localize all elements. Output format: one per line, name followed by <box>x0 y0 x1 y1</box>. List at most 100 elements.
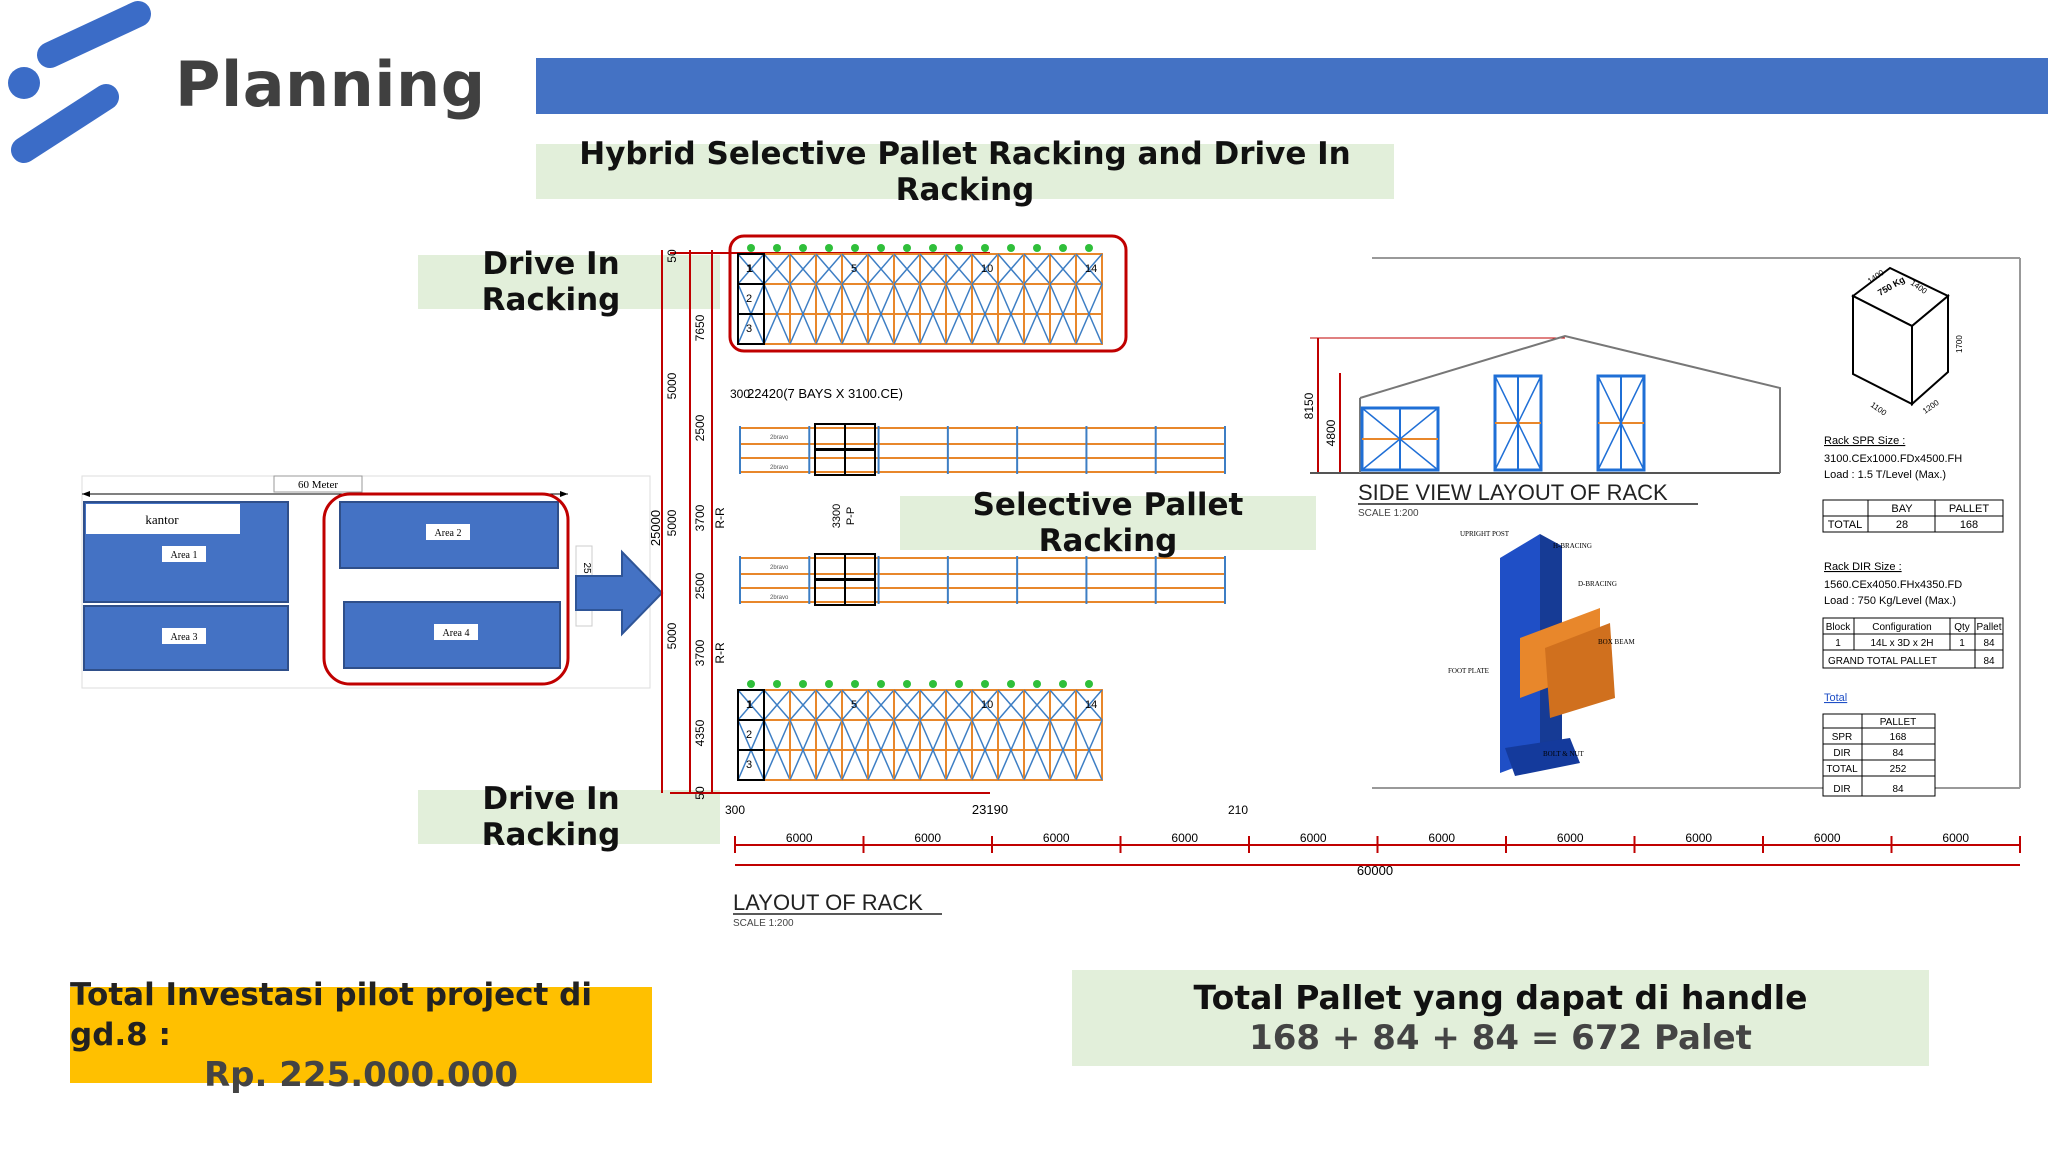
pp-label: P-P <box>845 507 857 525</box>
drive-in-top-bay-number: 1 <box>747 263 753 275</box>
drive-in-top-bay <box>893 253 921 345</box>
drive-in-top-sprinkler <box>955 244 963 252</box>
side-view-title: SIDE VIEW LAYOUT OF RACK <box>1358 480 1668 505</box>
drive-in-top-bay <box>815 253 843 345</box>
drive-in-top-sprinkler <box>799 244 807 252</box>
site-side-mark: 25 <box>581 562 592 574</box>
box-dim-5: 1200 <box>1921 398 1941 416</box>
spr-header-bay: BAY <box>1891 503 1913 515</box>
totals-link[interactable]: Total <box>1824 692 1847 704</box>
drive-in-top-sprinkler <box>1033 244 1041 252</box>
vertical-segment-label: 5000 <box>665 622 679 649</box>
detail-label-footplate: FOOT PLATE <box>1448 667 1489 675</box>
dir-header-block: Block <box>1826 622 1851 633</box>
bays-dimension: 22420(7 BAYS X 3100.CE) <box>747 386 903 401</box>
side-rack-dimension: 4800 <box>1324 419 1338 446</box>
totals-row-4-value: 84 <box>1892 784 1904 795</box>
drive-in-top-bay <box>1023 253 1051 345</box>
spr-row-bay: 28 <box>1896 519 1908 531</box>
drive-in-bottom-sprinkler <box>799 680 807 688</box>
header-bar <box>536 58 2048 114</box>
dir-header-pallet: Pallet <box>1976 622 2001 633</box>
dir-title: Rack DIR Size : <box>1824 561 1902 573</box>
drive-in-bottom-level-number: 1 <box>746 699 752 711</box>
box-dim-4: 1100 <box>1869 400 1889 418</box>
drive-in-top-bay <box>1075 253 1103 345</box>
segment-width-label: 6000 <box>1300 831 1327 845</box>
dir-size: 1560.CEx4050.FHx4350.FD <box>1824 579 1962 591</box>
drive-in-top-sprinkler <box>1007 244 1015 252</box>
layout-title: LAYOUT OF RACK <box>733 890 923 915</box>
segment-width-label: 6000 <box>1685 831 1712 845</box>
spr-table: BAY PALLET TOTAL 28 168 <box>1822 499 2004 533</box>
drive-in-bottom-sprinkler <box>773 680 781 688</box>
drive-in-top-sprinkler <box>825 244 833 252</box>
pp-dimension: 3300 <box>831 504 843 528</box>
layout-scale: SCALE 1:200 <box>733 918 794 929</box>
drive-in-top-level-number: 2 <box>746 293 752 305</box>
vertical-segment-label: 7650 <box>693 314 707 341</box>
vertical-segment-label: 5000 <box>665 509 679 536</box>
segment-width-label: 6000 <box>1557 831 1584 845</box>
area-1-label: Area 1 <box>171 550 198 561</box>
drive-in-top-sprinkler <box>1059 244 1067 252</box>
segment-width-label: 6000 <box>786 831 813 845</box>
segment-width-label: 6000 <box>1171 831 1198 845</box>
vertical-total-dimension: 25000 <box>648 510 663 546</box>
detail-label-hbracing: H-BRACING <box>1553 542 1592 550</box>
spr-row-label: TOTAL <box>1828 519 1862 531</box>
drive-in-top-lead-cell <box>737 313 765 345</box>
detail-label-boltnut: BOLT & NUT <box>1543 750 1585 758</box>
drive-in-bottom-sprinkler <box>929 680 937 688</box>
dir-row-block: 1 <box>1835 638 1841 649</box>
totals-row-1-value: 168 <box>1890 732 1907 743</box>
office-label: kantor <box>145 512 179 527</box>
pallet-total-line-1: Total Pallet yang dapat di handle <box>1193 978 1808 1017</box>
area-4-label: Area 4 <box>443 628 470 639</box>
detail-label-dbracing: D-BRACING <box>1578 580 1617 588</box>
spr-load: Load : 1.5 T/Level (Max.) <box>1824 469 1946 481</box>
drive-in-top-sprinkler <box>877 244 885 252</box>
site-width-label: 60 Meter <box>298 479 338 491</box>
drive-in-top-bay <box>997 253 1025 345</box>
drive-in-top-bay <box>763 253 791 345</box>
drive-in-bottom-sprinkler <box>1033 680 1041 688</box>
dir-row-pallet: 84 <box>1983 638 1995 649</box>
totals-header: PALLET <box>1880 717 1917 728</box>
drive-in-bottom-bay <box>1049 689 1077 781</box>
drive-in-bottom-sprinkler <box>877 680 885 688</box>
drive-in-bottom-sprinkler <box>903 680 911 688</box>
drive-in-top-sprinkler <box>981 244 989 252</box>
drive-in-bottom-bay <box>867 689 895 781</box>
area-3-label: Area 3 <box>171 632 198 643</box>
vertical-segment-label: 4350 <box>693 719 707 746</box>
drive-in-top-bay <box>1049 253 1077 345</box>
bottom-run-dimension: 23190 <box>972 802 1008 817</box>
drive-in-top-sprinkler <box>851 244 859 252</box>
dir-grand-value: 84 <box>1983 656 1995 667</box>
dir-row-config: 14L x 3D x 2H <box>1871 638 1934 649</box>
drive-in-bottom-sprinkler <box>851 680 859 688</box>
total-length-dimension: 60000 <box>1357 863 1393 878</box>
drive-in-bottom-bay <box>997 689 1025 781</box>
spr-row-pallet: 168 <box>1960 519 1978 531</box>
totals-row-2-label: DIR <box>1833 748 1850 759</box>
vertical-segment-label: 3700 <box>693 504 707 531</box>
totals-row-2-value: 84 <box>1892 748 1904 759</box>
drive-in-top-level-number: 1 <box>746 263 752 275</box>
drive-in-bottom-bay <box>1023 689 1051 781</box>
drive-in-bottom-sprinkler <box>1059 680 1067 688</box>
selective-bottom-pallet <box>844 579 876 606</box>
vertical-segment-label: 50 <box>693 786 707 800</box>
drive-in-top-bay-number: 10 <box>981 263 993 275</box>
totals-row-1-label: SPR <box>1832 732 1853 743</box>
dir-load: Load : 750 Kg/Level (Max.) <box>1824 595 1956 607</box>
selective-label: Selective Pallet Racking <box>900 487 1316 559</box>
dir-row-qty: 1 <box>1959 638 1965 649</box>
drive-in-top-bay-number: 14 <box>1085 263 1097 275</box>
dir-header-config: Configuration <box>1872 622 1931 633</box>
drive-in-top-sprinkler <box>903 244 911 252</box>
segment-width-label: 6000 <box>1428 831 1455 845</box>
spr-size: 3100.CEx1000.FDx4500.FH <box>1824 453 1962 465</box>
